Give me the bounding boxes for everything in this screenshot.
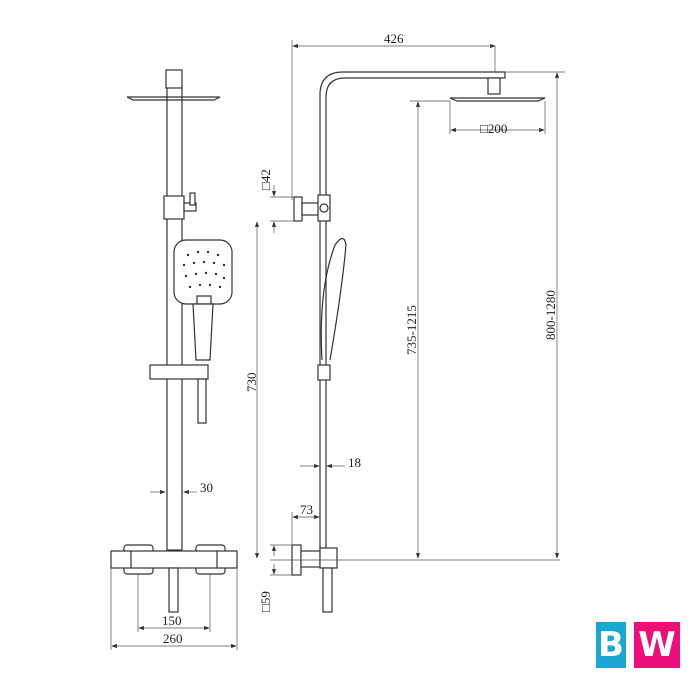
valve-body-side: [300, 550, 321, 568]
side-hand-shower: [320, 237, 347, 361]
spray-nozzles: [182, 250, 226, 289]
overhead-shower-head: [126, 96, 221, 101]
logo-b: B: [596, 622, 626, 668]
head-connector: [165, 69, 183, 89]
riser-pole: [166, 84, 183, 551]
dim-head-size: □200: [480, 121, 507, 136]
dim-head-height: 735-1215: [404, 305, 419, 355]
side-riser-arm: [319, 71, 506, 560]
side-bracket: [317, 364, 331, 381]
outlet-hose: [168, 567, 179, 613]
hand-shower-bracket: [149, 364, 209, 380]
logo-w: W: [634, 622, 680, 668]
side-view: 426 □200 □42 730 735-1215 800-1280 18 73…: [244, 31, 565, 613]
dim-wall-bracket: □42: [258, 169, 273, 190]
side-overhead-head: [449, 97, 546, 102]
hand-shower-button: [196, 295, 212, 305]
side-head-connector: [487, 77, 501, 95]
dim-top-arm: 426: [384, 31, 404, 46]
hand-shower-head: [173, 239, 233, 305]
dim-valve-plate: □59: [258, 591, 273, 612]
wall-bracket-arm: [301, 202, 321, 216]
side-outlet-hose: [322, 567, 333, 613]
thermostatic-valve: [110, 550, 238, 569]
wall-bracket-plate: [293, 196, 303, 222]
dim-valve-width: 260: [163, 631, 183, 646]
dim-total-height: 800-1280: [543, 290, 558, 340]
hand-shower-handle: [192, 303, 214, 361]
dim-pole-side: 18: [348, 455, 361, 470]
dim-pole-front: 30: [200, 480, 213, 495]
slider-diverter: [163, 195, 185, 220]
hose: [197, 378, 207, 424]
dim-outlet-offset: 73: [300, 502, 313, 517]
dim-slider-height: 730: [244, 373, 259, 393]
outlet-elbow: [319, 547, 338, 569]
front-view: 30 150 260: [110, 69, 238, 650]
dim-centers: 150: [162, 613, 182, 628]
